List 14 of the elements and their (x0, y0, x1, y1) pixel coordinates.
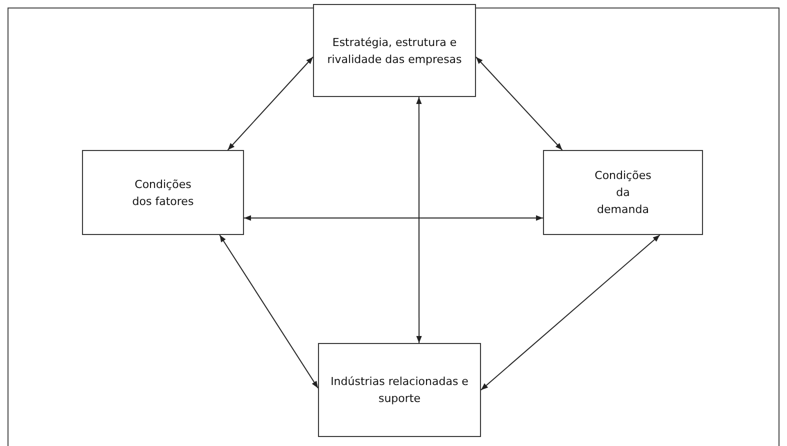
box-label: Condições da demanda (594, 168, 652, 218)
factor-box (543, 150, 703, 235)
box-label: Condições dos fatores (131, 176, 195, 210)
box-label: Indústrias relacionadas e suporte (330, 374, 468, 407)
double-arrow (480, 234, 660, 390)
double-arrow (219, 234, 318, 389)
factor-box (318, 343, 481, 437)
factor-box (313, 4, 476, 97)
factor-box (82, 150, 244, 235)
double-arrow (227, 56, 314, 150)
double-arrow (244, 215, 544, 221)
box-label: Estratégia, estrutura e rivalidade das empresas (326, 34, 463, 68)
double-arrow (416, 96, 422, 344)
double-arrow (476, 56, 563, 150)
